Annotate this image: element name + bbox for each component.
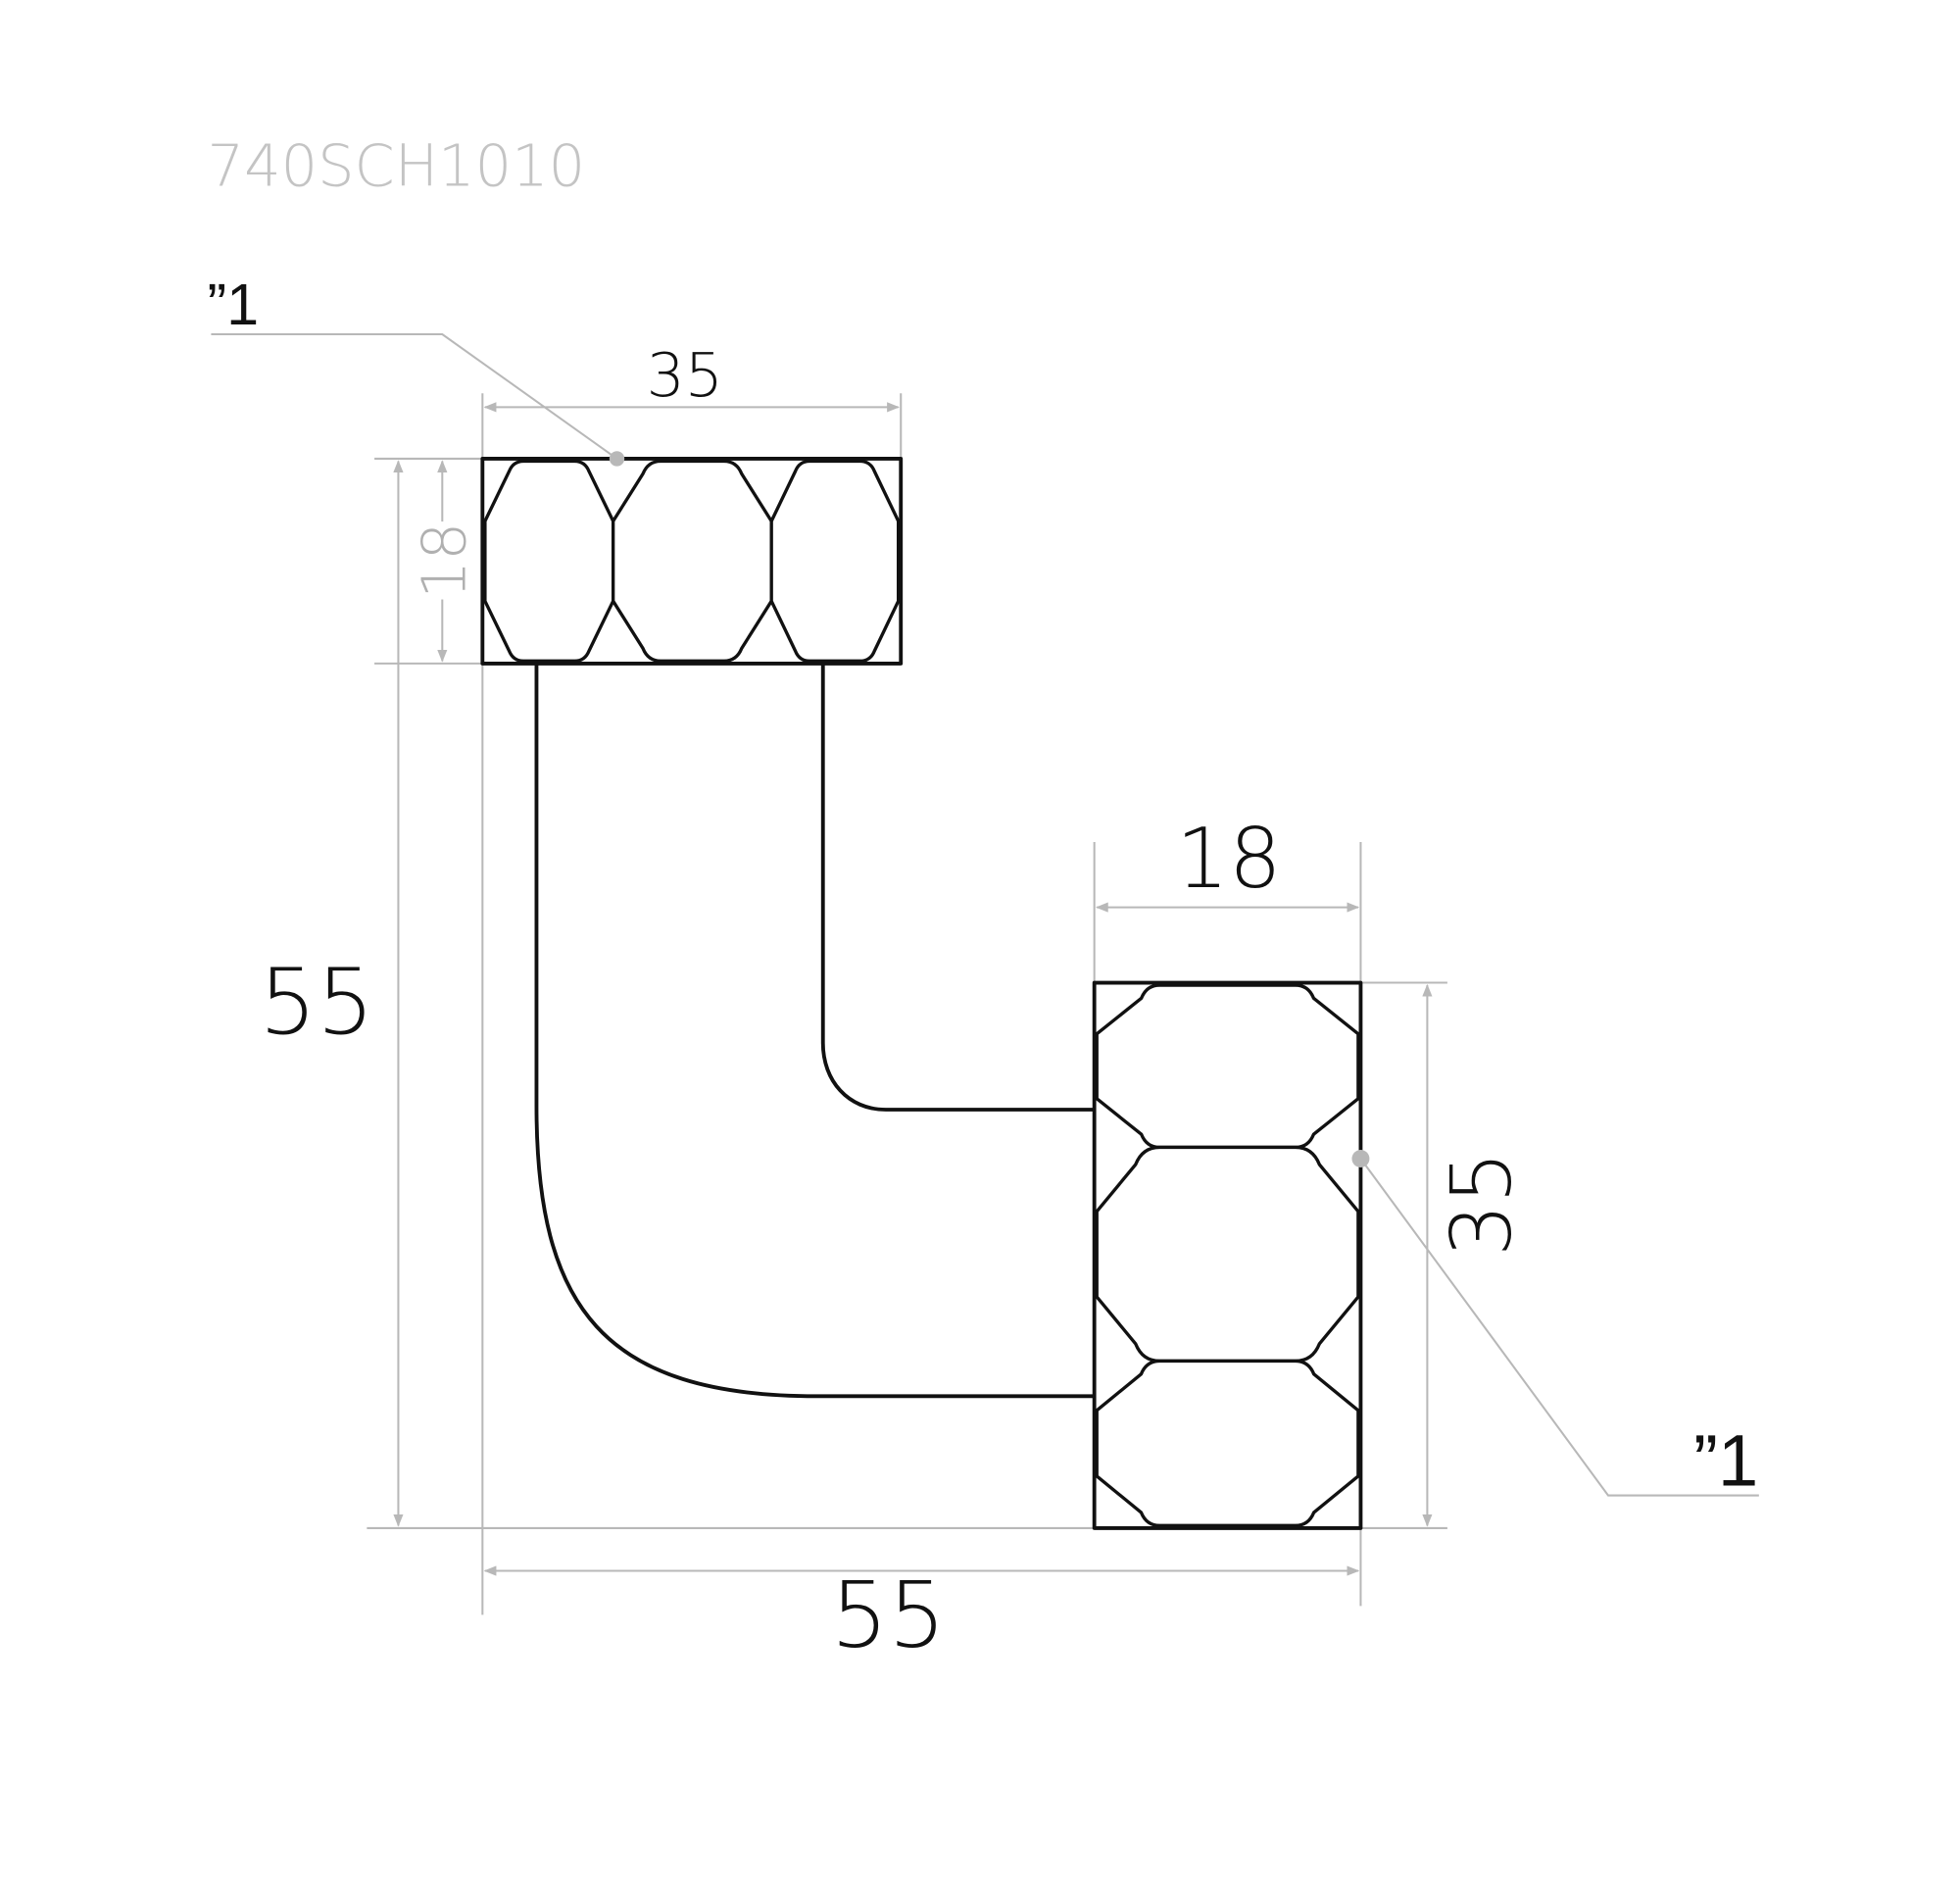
- nut-facet: [611, 459, 773, 663]
- top-nut-height-label: 18: [409, 522, 479, 599]
- right-hex-nut: [1092, 980, 1363, 1530]
- top-thread-leader: [211, 332, 618, 460]
- top-nut-width-label: 35: [647, 340, 723, 411]
- product-code-title: 740SCH1010: [208, 132, 586, 200]
- right-thread-marker: [1351, 1150, 1370, 1167]
- right-thread-leader: [1359, 1158, 1759, 1497]
- pipe-outer-edge: [534, 661, 1096, 1399]
- top-hex-nut: [480, 457, 904, 666]
- top-thread-label: ”1: [208, 273, 259, 337]
- nut-facet: [1095, 1145, 1360, 1364]
- overall-height-label: 55: [259, 949, 373, 1055]
- nut-facet: [769, 459, 901, 663]
- right-nut-width-label: 18: [1176, 810, 1282, 907]
- nut-facet: [1095, 983, 1360, 1150]
- nut-facet: [1095, 1359, 1360, 1528]
- nut-facet: [483, 459, 615, 663]
- right-thread-label: ”1: [1693, 1419, 1758, 1501]
- right-nut-height-label: 35: [1433, 1151, 1530, 1257]
- top-thread-marker: [609, 451, 625, 467]
- overall-width-label: 55: [831, 1562, 946, 1667]
- pipe-inner-edge: [820, 661, 1096, 1112]
